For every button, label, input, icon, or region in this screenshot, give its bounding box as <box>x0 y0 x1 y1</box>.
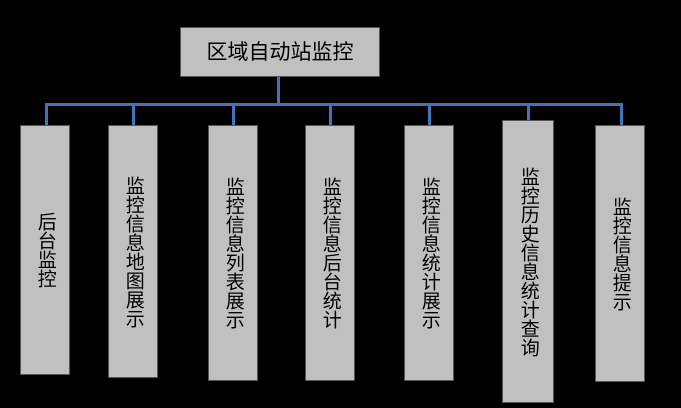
connector-drop-2 <box>132 103 135 127</box>
diagram-node-list-display[interactable]: 监控信息列表展示 <box>208 125 258 381</box>
diagram-node-label-4: 监控信息后台统计 <box>319 177 341 329</box>
connector-drop-5 <box>428 103 431 127</box>
diagram-node-label-1: 后台监控 <box>34 212 56 288</box>
diagram-node-information-alert[interactable]: 监控信息提示 <box>595 125 645 382</box>
diagram-root-node-label: 区域自动站监控 <box>206 39 354 64</box>
diagram-node-statistics-display[interactable]: 监控信息统计展示 <box>404 125 454 381</box>
diagram-root-node[interactable]: 区域自动站监控 <box>180 27 380 77</box>
diagram-node-background-monitoring[interactable]: 后台监控 <box>20 125 70 375</box>
diagram-node-backend-statistics[interactable]: 监控信息后台统计 <box>305 125 355 381</box>
diagram-node-label-2: 监控信息地图展示 <box>122 175 144 328</box>
diagram-node-label-3: 监控信息列表展示 <box>222 177 244 329</box>
connector-drop-3 <box>232 103 235 127</box>
diagram-node-map-display[interactable]: 监控信息地图展示 <box>108 125 158 378</box>
diagram-node-label-6: 监控历史信息统计查询 <box>517 166 539 357</box>
connector-drop-4 <box>329 103 332 127</box>
connector-root-vertical <box>277 77 280 106</box>
diagram-node-label-5: 监控信息统计展示 <box>418 177 440 329</box>
connector-horizontal-bus <box>45 103 623 106</box>
connector-drop-6 <box>527 103 530 122</box>
diagram-node-history-statistics-query[interactable]: 监控历史信息统计查询 <box>502 120 554 403</box>
diagram-node-label-7: 监控信息提示 <box>609 196 631 311</box>
connector-drop-7 <box>620 103 623 127</box>
connector-drop-1 <box>45 103 48 127</box>
